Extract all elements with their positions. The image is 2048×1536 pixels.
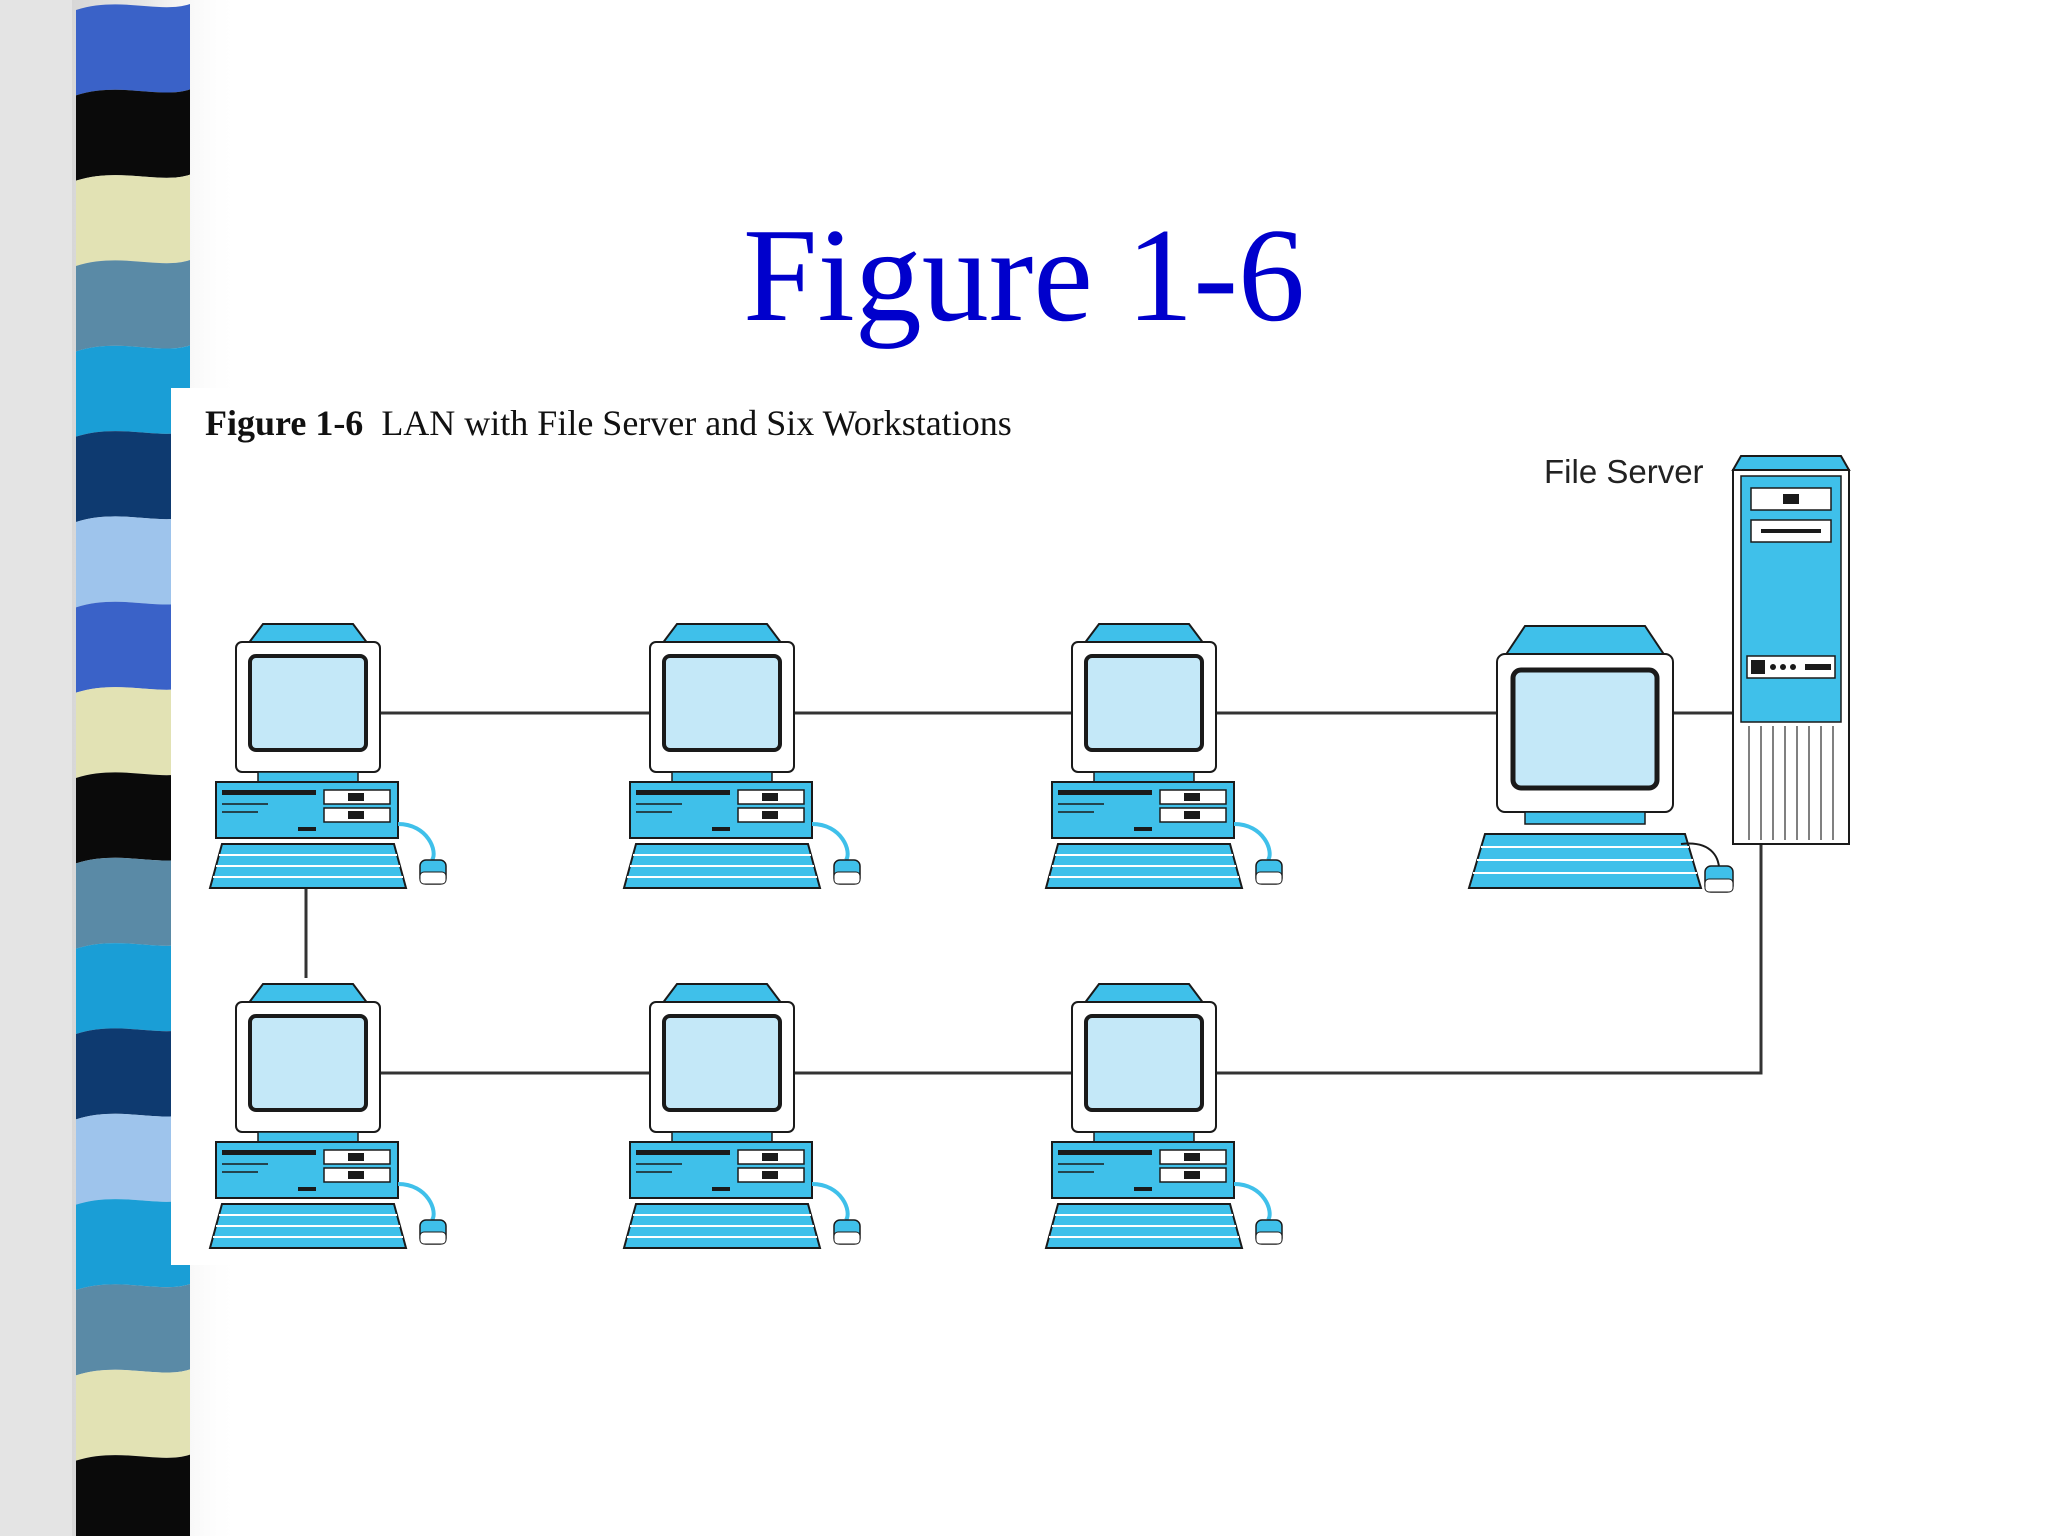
side-band-edge <box>0 0 72 1536</box>
side-band-stripe <box>76 601 190 693</box>
workstation-ws-4 <box>208 983 447 1249</box>
side-band-stripe <box>76 1284 190 1376</box>
lan-diagram <box>208 455 1851 1249</box>
server-console-computer <box>1467 625 1734 893</box>
side-band-stripe <box>76 516 190 608</box>
workstation-ws-5 <box>622 983 861 1249</box>
side-band-stripe <box>76 4 190 96</box>
side-band-stripe <box>76 1369 190 1461</box>
side-band-stripe <box>76 89 190 181</box>
file-server-label: File Server <box>1544 453 1704 490</box>
figure-caption: Figure 1-6 LAN with File Server and Six W… <box>205 402 1012 444</box>
side-band-stripe <box>76 942 190 1034</box>
side-band-stripe <box>76 686 190 778</box>
workstation-ws-1 <box>208 623 447 889</box>
side-band-stripe <box>76 1028 190 1120</box>
side-band-stripe <box>76 174 190 266</box>
link-ws-6-server <box>1144 836 1763 1075</box>
side-band-stripe <box>76 260 190 352</box>
side-band-stripe <box>76 430 190 522</box>
side-band-stripe <box>76 1198 190 1290</box>
file-server-tower <box>1731 455 1851 845</box>
slide-title: Figure 1-6 <box>743 201 1305 349</box>
figure-panel: Figure 1-6 LAN with File Server and Six W… <box>171 388 1861 1265</box>
workstation-ws-6 <box>1044 983 1283 1249</box>
side-band-stripe <box>76 345 190 437</box>
side-band-stripe <box>76 1454 190 1536</box>
side-band-stripe <box>76 857 190 949</box>
side-band-stripe <box>76 772 190 864</box>
side-band-stripe <box>76 1113 190 1205</box>
figure-caption-text: LAN with File Server and Six Workstation… <box>381 403 1012 443</box>
figure-caption-number: Figure 1-6 <box>205 403 364 443</box>
workstation-ws-2 <box>622 623 861 889</box>
workstation-ws-3 <box>1044 623 1283 889</box>
